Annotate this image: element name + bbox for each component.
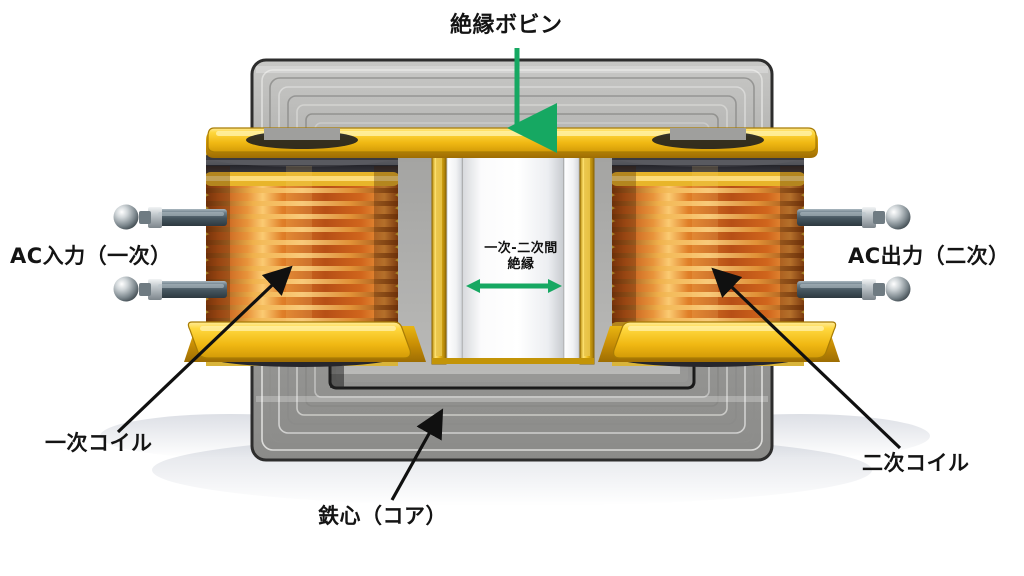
label-insulating-bobbin: 絶縁ボビン (450, 13, 563, 38)
label-insulation-line1: 一次‐二次間 (484, 241, 558, 256)
bobbin-bottom-flange-left (184, 321, 426, 362)
insulation-arrow (466, 279, 562, 293)
primary-leader (116, 265, 293, 434)
terminal-right-lower (797, 276, 911, 302)
terminal-right-upper (797, 204, 911, 230)
label-secondary-coil: 二次コイル (862, 451, 970, 475)
primary-windings (206, 166, 398, 330)
terminal-left-upper (113, 204, 227, 230)
bobbin-wall-texture (436, 158, 590, 356)
label-primary-coil: 一次コイル (45, 431, 153, 455)
bobbin-top-flange (206, 127, 818, 158)
label-ac-output: AC出力（二次） (848, 244, 1010, 268)
insulation-assembly (431, 149, 595, 365)
core-leader (390, 408, 444, 501)
label-iron-core: 鉄心（コア） (318, 504, 447, 528)
label-insulation: 一次‐二次間 絶縁 (466, 241, 576, 274)
secondary-leader (711, 267, 902, 450)
label-ac-input: AC入力（一次） (10, 244, 172, 268)
terminal-left-lower (113, 276, 227, 302)
label-insulation-line2: 絶縁 (507, 257, 535, 273)
core-sheen (256, 66, 768, 402)
secondary-windings (612, 166, 804, 330)
